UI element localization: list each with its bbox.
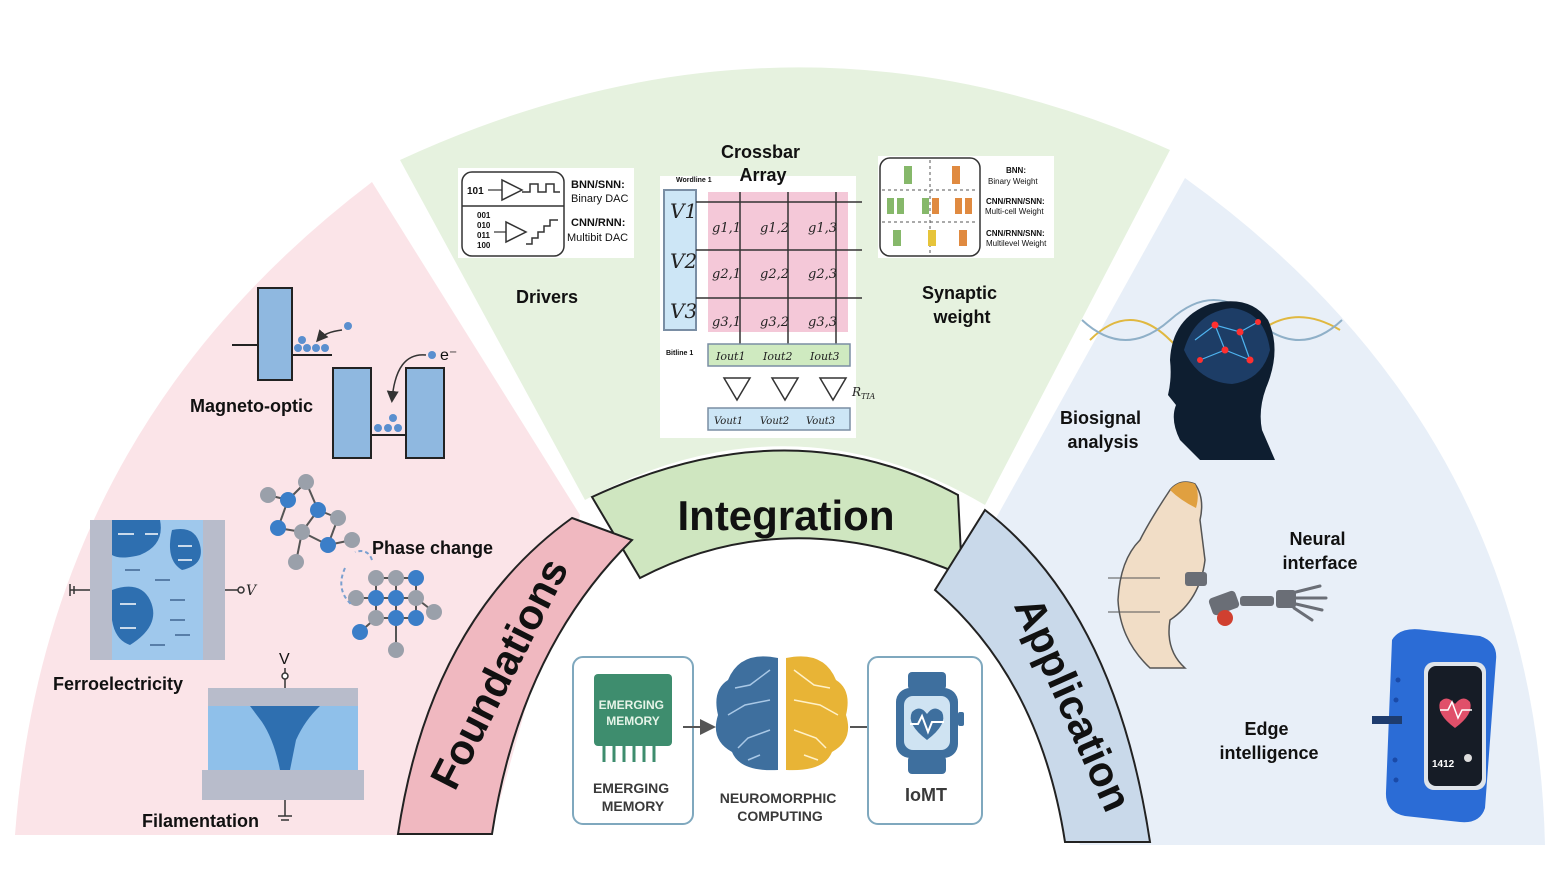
phase-change-label: Phase change: [372, 538, 493, 558]
voltage-v3: V3: [670, 299, 697, 323]
conductance: g3,2: [760, 315, 789, 330]
neural-interface-label: Neural interface: [1282, 529, 1357, 573]
iout-1: Iout1: [715, 350, 745, 363]
magneto-optic-label: Magneto-optic: [190, 396, 313, 416]
dac-binary-title: BNN/SNN:: [571, 179, 625, 191]
wordline-label: Wordline 1: [676, 177, 712, 184]
dac-card: 101 001 010 011 100 BNN/SNN: Binary DAC …: [458, 168, 634, 258]
dac-binary-desc: Binary DAC: [571, 193, 629, 205]
dac-code: 011: [477, 231, 490, 240]
dac-code: 100: [477, 241, 491, 250]
foundations-band: [396, 516, 634, 835]
ferroelectricity-label: Ferroelectricity: [53, 674, 183, 694]
synaptic-weight-card: BNN: Binary Weight CNN/RNN/SNN: Multi-ce…: [878, 156, 1054, 258]
weight-multilevel-desc: Multilevel Weight: [986, 239, 1047, 248]
conductance: g2,1: [712, 267, 741, 282]
biosignal-label: Biosignal analysis: [1060, 408, 1146, 452]
dac-code: 001: [477, 211, 491, 220]
iout-2: Iout2: [762, 350, 792, 363]
vout-1: Vout1: [714, 416, 743, 427]
flow-iomt: IoMT: [867, 656, 983, 825]
conductance: g3,3: [808, 315, 837, 330]
integration-band: [590, 449, 964, 580]
vout-3: Vout3: [806, 416, 835, 427]
synaptic-weight-label: Synaptic weight: [922, 283, 1002, 327]
weight-multicell-title: CNN/RNN/SNN:: [986, 197, 1045, 206]
brain-head-illustration: [1081, 299, 1343, 460]
ferroelectric-illustration: V: [69, 520, 258, 660]
dac-multi-desc: Multibit DAC: [567, 232, 628, 244]
magneto-optic-illustration: e⁻: [232, 287, 457, 459]
weight-multicell-desc: Multi-cell Weight: [985, 207, 1044, 216]
chip-label: EMERGING MEMORY: [599, 698, 668, 728]
conductance-labels: g1,1 g1,2 g1,3 g2,1 g2,2 g2,3 g3,1 g3,2 …: [712, 221, 837, 330]
prosthetic-arm-illustration: [1108, 481, 1328, 669]
neuromorphic-label: NEUROMORPHIC COMPUTING: [720, 790, 841, 824]
edge-intelligence-label: Edge intelligence: [1219, 719, 1318, 763]
dac-multibit-inputs: 001 010 011 100: [477, 211, 491, 250]
dac-multi-title: CNN/RNN:: [571, 217, 625, 229]
conductance: g2,2: [760, 267, 789, 282]
conductance: g1,1: [712, 221, 741, 236]
flow-emerging-memory: EMERGING MEMORY EMERGING MEMORY: [572, 656, 694, 825]
application-band: [933, 508, 1152, 843]
weight-binary-title: BNN:: [1006, 166, 1026, 175]
iomt-label: IoMT: [905, 785, 947, 805]
conductance: g1,3: [808, 221, 837, 236]
voltage-v1: V1: [670, 199, 697, 223]
conductance: g1,2: [760, 221, 789, 236]
watch-value: 1412: [1432, 759, 1455, 770]
conductance: g3,1: [712, 315, 741, 330]
filament-v-label: V: [279, 651, 290, 668]
conductance: g2,3: [808, 267, 837, 282]
vout-2: Vout2: [760, 416, 789, 427]
filamentation-illustration: V: [202, 651, 364, 821]
smartwatch-illustration: 1412: [1372, 629, 1497, 823]
weight-binary-desc: Binary Weight: [988, 177, 1038, 186]
dac-code: 010: [477, 221, 491, 230]
electron-label: e⁻: [440, 347, 457, 364]
phase-change-atoms: [260, 474, 442, 658]
drivers-label: Drivers: [516, 287, 578, 307]
voltage-v2: V2: [670, 249, 697, 273]
rtia-label: RTIA: [851, 385, 876, 401]
integration-title: Integration: [678, 492, 895, 539]
emerging-memory-label: EMERGING MEMORY: [593, 780, 673, 814]
flow-neuromorphic-computing: NEUROMORPHIC COMPUTING: [715, 656, 849, 824]
ferro-v-label: V: [246, 583, 258, 599]
dac-binary-input: 101: [467, 186, 484, 197]
foundations-sector: [15, 182, 580, 835]
crossbar-array: V1 V2 V3 Wordline 1 g1,1 g1,2 g1,3 g2,1 …: [660, 176, 876, 438]
filamentation-label: Filamentation: [142, 811, 259, 831]
bitline-label: Bitline 1: [666, 350, 693, 357]
weight-multilevel-title: CNN/RNN/SNN:: [986, 229, 1045, 238]
iout-3: Iout3: [809, 350, 839, 363]
crossbar-title: Crossbar Array: [721, 142, 805, 185]
